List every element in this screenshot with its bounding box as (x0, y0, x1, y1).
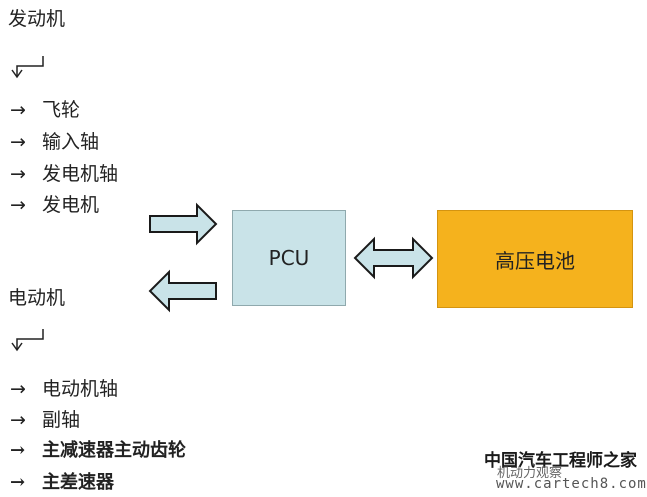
motor-item: → 主减速器主动齿轮 (10, 440, 186, 462)
engine-item-label: 发电机 (42, 194, 100, 216)
pcu-to-motor-arrow (148, 269, 217, 313)
motor-title: 电动机 (8, 287, 66, 309)
engine-item-label: 发电机轴 (42, 163, 119, 185)
arrow-right-icon: → (10, 131, 26, 153)
arrow-right-icon: → (10, 440, 26, 461)
motor-item-label: 主差速器 (42, 472, 114, 493)
motor-item-label: 主减速器主动齿轮 (42, 440, 186, 461)
engine-to-pcu-arrow (149, 202, 218, 246)
engine-item: → 发电机轴 (10, 163, 118, 185)
engine-item: → 输入轴 (10, 131, 99, 153)
arrow-right-icon: → (10, 409, 26, 431)
pcu-box: PCU (232, 210, 346, 306)
motor-item: → 主差速器 (10, 472, 114, 494)
motor-item: → 副轴 (10, 409, 80, 431)
watermark-logo: 机动力观察 (497, 466, 563, 481)
arrow-right-icon: → (10, 194, 26, 216)
pcu-label: PCU (268, 246, 310, 270)
battery-label: 高压电池 (495, 248, 575, 273)
arrow-right-icon: → (10, 472, 26, 493)
arrow-right-icon: → (10, 99, 26, 121)
motor-item-label: 电动机轴 (42, 378, 119, 400)
watermark-brand: 中国汽车工程师之家 (484, 451, 637, 471)
pcu-battery-double-arrow (353, 236, 434, 280)
motor-item-label: 副轴 (42, 409, 81, 431)
engine-corner-arrow (11, 56, 44, 79)
watermark-url: www.cartech8.com (496, 476, 647, 492)
engine-item-label: 飞轮 (42, 99, 81, 121)
engine-item: → 飞轮 (10, 99, 80, 121)
motor-item: → 电动机轴 (10, 378, 118, 400)
engine-item-label: 输入轴 (42, 131, 100, 153)
arrow-right-icon: → (10, 378, 26, 400)
arrow-right-icon: → (10, 163, 26, 185)
motor-corner-arrow (11, 329, 44, 352)
engine-item: → 发电机 (10, 194, 99, 216)
engine-title: 发动机 (8, 8, 66, 30)
battery-box: 高压电池 (437, 210, 633, 308)
